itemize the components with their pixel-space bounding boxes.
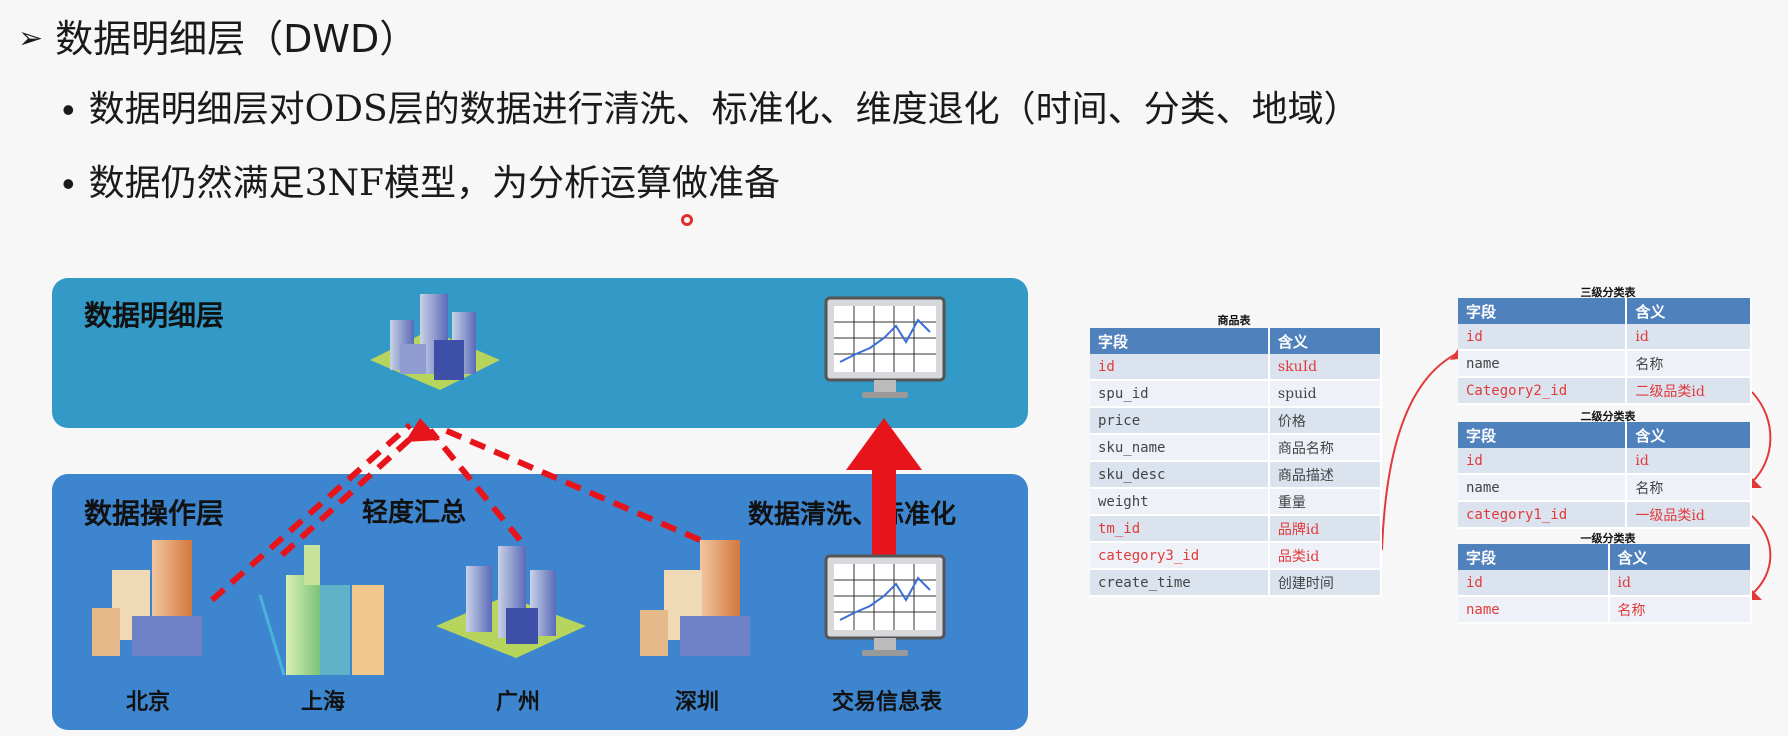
field-cell: category3_id [1090, 542, 1270, 570]
meaning-cell: 价格 [1268, 407, 1383, 435]
meaning-cell: id [1608, 570, 1752, 597]
section-title: 数据明细层（DWD） [55, 17, 418, 61]
field-cell: id [1458, 448, 1628, 475]
meaning-cell: 名称 [1608, 596, 1752, 624]
operation-layer-title: 数据操作层 [84, 497, 225, 530]
category1-table-caption: 一级分类表 [1580, 532, 1636, 545]
field-cell: name [1458, 596, 1610, 624]
field-cell: name [1458, 474, 1628, 502]
pointer-cursor-icon [681, 214, 693, 226]
field-header: 字段 [1458, 544, 1610, 570]
bullet-item: • 数据仍然满足3NF模型，为分析运算做准备 [62, 160, 780, 208]
field-cell: name [1458, 350, 1628, 378]
category2-table-caption: 二级分类表 [1580, 410, 1636, 423]
meaning-cell: skuId [1268, 354, 1383, 381]
detail-layer-title: 数据明细层 [84, 299, 225, 332]
meaning-header: 含义 [1626, 422, 1752, 448]
meaning-header: 含义 [1626, 298, 1752, 324]
meaning-header: 含义 [1608, 544, 1752, 570]
field-cell: price [1090, 407, 1270, 435]
bullet-text: 数据明细层对ODS层的数据进行清洗、标准化、维度退化（时间、分类、地域） [88, 89, 1360, 130]
meaning-cell: id [1626, 324, 1752, 351]
field-cell: sku_name [1090, 434, 1270, 462]
field-cell: create_time [1090, 569, 1270, 597]
category3-table-caption: 三级分类表 [1580, 286, 1636, 299]
meaning-cell: 商品描述 [1268, 461, 1383, 489]
bullet-dot-icon: • [62, 163, 75, 204]
field-cell: tm_id [1090, 515, 1270, 543]
field-cell: id [1090, 354, 1270, 381]
city-label-guangzhou: 广州 [495, 690, 541, 715]
meaning-header: 含义 [1268, 328, 1383, 354]
field-cell: Category2_id [1458, 377, 1628, 405]
city-label-shenzhen: 深圳 [674, 690, 720, 715]
section-heading: ➢ 数据明细层（DWD） [18, 14, 417, 64]
arrow-bullet-icon: ➢ [18, 21, 44, 56]
meaning-cell: 名称 [1626, 350, 1752, 378]
field-header: 字段 [1458, 422, 1628, 448]
field-cell: id [1458, 324, 1628, 351]
product-table-caption: 商品表 [1217, 314, 1251, 327]
field-cell: weight [1090, 488, 1270, 516]
bullet-text: 数据仍然满足3NF模型，为分析运算做准备 [88, 163, 780, 204]
transaction-table-label: 交易信息表 [831, 690, 943, 715]
light-summary-label: 轻度汇总 [362, 498, 467, 528]
field-cell: id [1458, 570, 1610, 597]
meaning-cell: 二级品类id [1626, 377, 1752, 405]
city-label-shanghai: 上海 [300, 690, 346, 715]
meaning-cell: 创建时间 [1268, 569, 1383, 597]
meaning-cell: 重量 [1268, 488, 1383, 516]
cleaning-label: 数据清洗、标准化 [748, 500, 957, 530]
field-cell: spu_id [1090, 380, 1270, 408]
meaning-cell: 一级品类id [1626, 501, 1752, 529]
meaning-cell: 商品名称 [1268, 434, 1383, 462]
field-cell: category1_id [1458, 501, 1628, 529]
field-cell: sku_desc [1090, 461, 1270, 489]
city-label-beijing: 北京 [125, 690, 171, 715]
meaning-cell: 品牌id [1268, 515, 1383, 543]
bullet-dot-icon: • [62, 89, 75, 130]
meaning-cell: spuid [1268, 380, 1383, 408]
field-header: 字段 [1090, 328, 1270, 354]
bullet-item: • 数据明细层对ODS层的数据进行清洗、标准化、维度退化（时间、分类、地域） [62, 86, 1360, 134]
meaning-cell: 名称 [1626, 474, 1752, 502]
meaning-cell: 品类id [1268, 542, 1383, 570]
meaning-cell: id [1626, 448, 1752, 475]
field-header: 字段 [1458, 298, 1628, 324]
